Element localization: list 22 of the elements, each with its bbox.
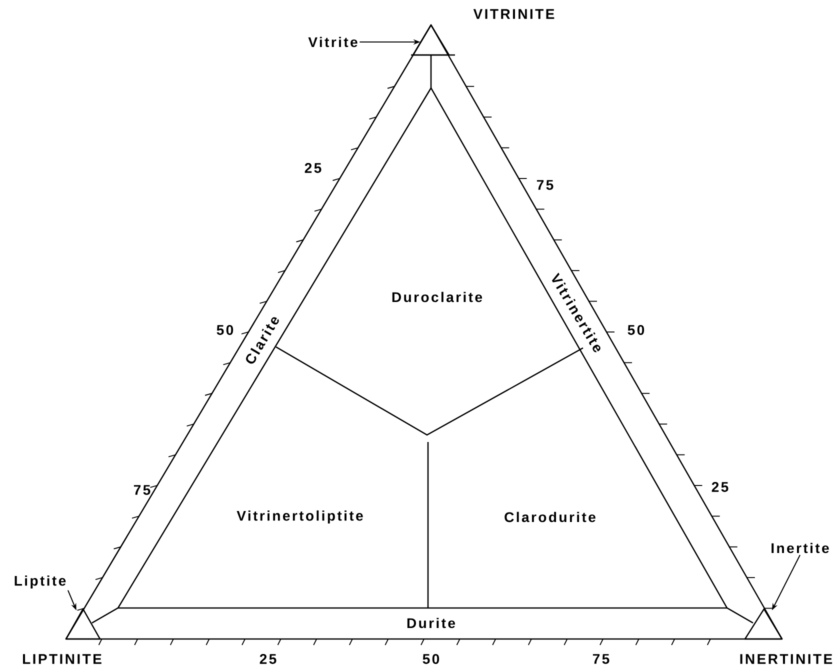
tick-label: 75 xyxy=(592,654,610,664)
corner-triangle xyxy=(412,24,450,56)
tick-label: 75 xyxy=(134,485,150,495)
corner-triangle xyxy=(744,608,783,640)
vertex-label: INERTINITE xyxy=(740,654,832,664)
field-label: Clarodurite xyxy=(504,512,596,522)
field-label: Duroclarite xyxy=(392,292,482,302)
vertex-label: LIPTINITE xyxy=(23,654,102,664)
corner-triangle xyxy=(65,608,101,640)
vertex-label: VITRINITE xyxy=(473,9,554,19)
tick-label: 75 xyxy=(536,180,554,190)
tick-label: 25 xyxy=(304,163,322,173)
callout-text: Inertite xyxy=(772,542,829,554)
band-label: Durite xyxy=(407,618,456,628)
callout-text: Liptite xyxy=(14,575,66,589)
field-label: Vitrinertoliptite xyxy=(236,510,363,524)
tick-label: 50 xyxy=(422,654,440,664)
callout-text: Vitrite xyxy=(308,36,358,48)
tick-label: 50 xyxy=(216,325,234,335)
tick-label: 25 xyxy=(712,482,728,492)
tick-label: 25 xyxy=(260,654,276,664)
tick-label: 50 xyxy=(628,325,644,335)
